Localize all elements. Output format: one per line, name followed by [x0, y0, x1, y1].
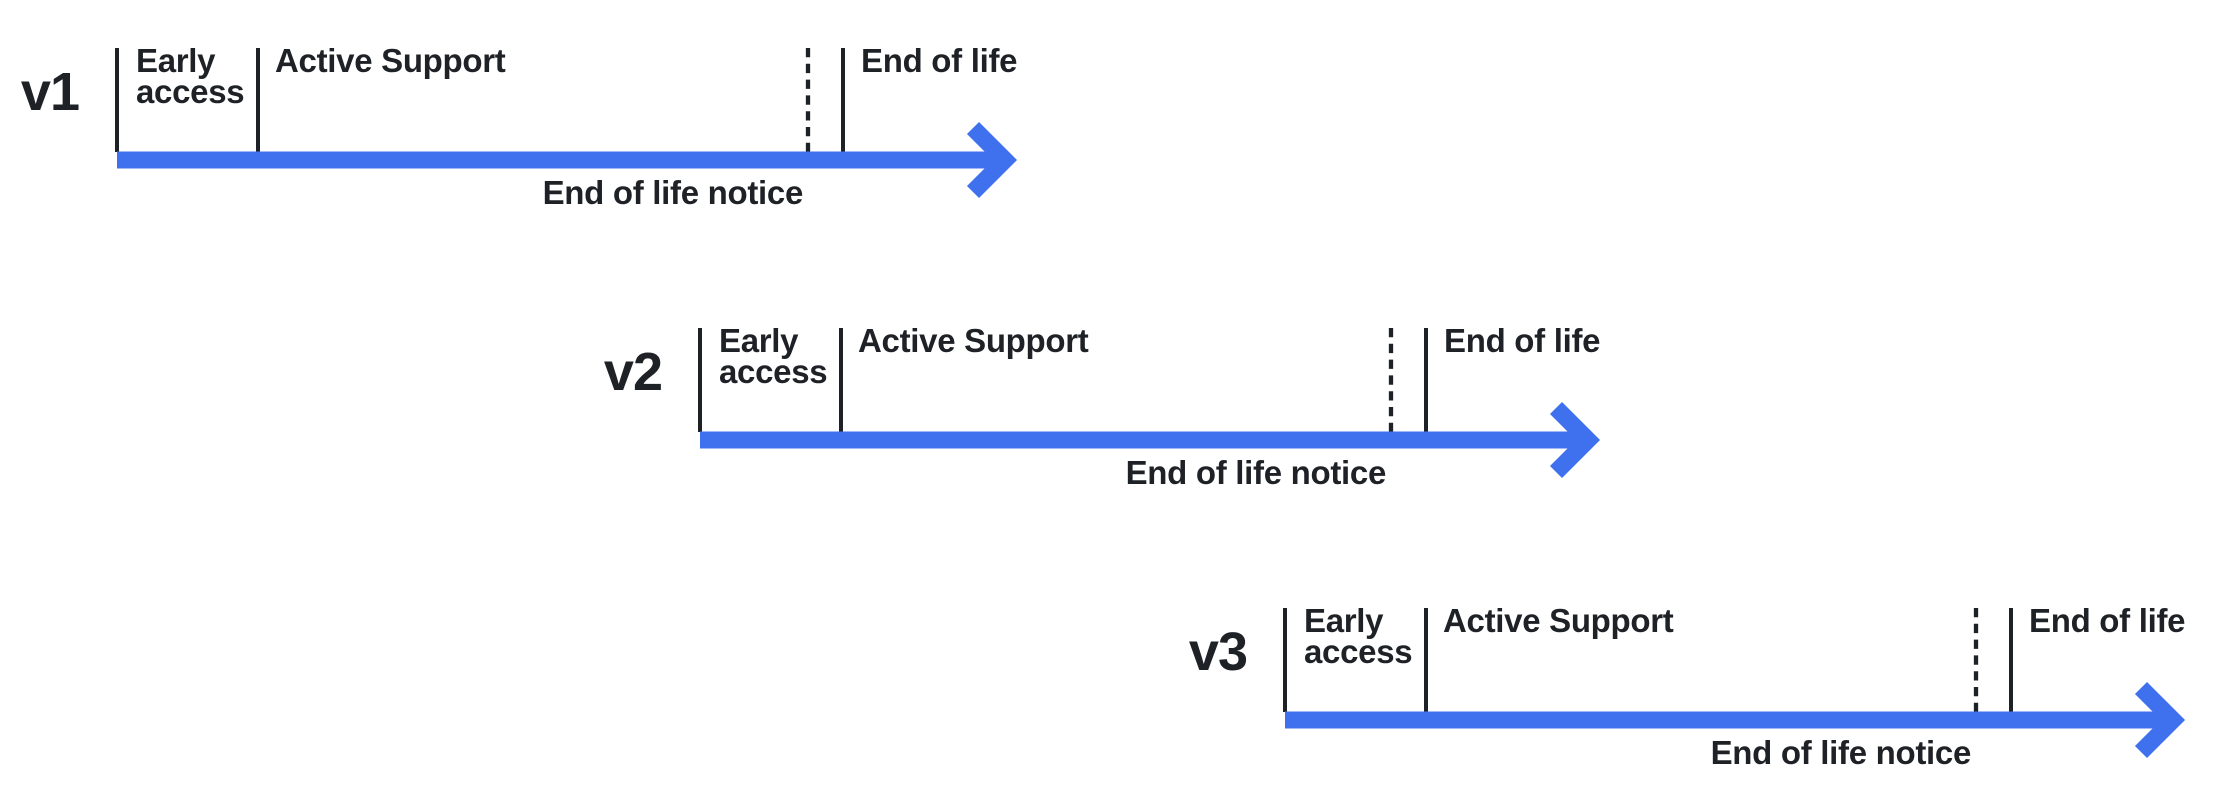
early-access-label: Early access	[1304, 602, 1413, 670]
end-of-life-label: End of life	[861, 42, 1018, 79]
arrowhead-icon	[2134, 681, 2186, 759]
timeline-v2: v2 Early access Active Support End of li…	[604, 322, 1650, 503]
end-of-life-label: End of life	[1444, 322, 1601, 359]
version-label: v3	[1188, 622, 1248, 682]
early-access-label: Early access	[719, 322, 828, 390]
timeline-v3: v3 Early access Active Support End of li…	[1189, 602, 2228, 783]
timeline-arrow-graphic	[698, 328, 1601, 479]
arrowhead-icon	[966, 121, 1018, 199]
end-of-life-label: End of life	[2029, 602, 2186, 639]
arrowhead-icon	[1549, 401, 1601, 479]
early-access-label: Early access	[136, 42, 245, 110]
end-of-life-notice-label: End of life notice	[542, 174, 804, 211]
end-of-life-notice-label: End of life notice	[1710, 734, 1972, 771]
timeline-v1: v1 Early access Active Support End of li…	[21, 42, 1067, 223]
end-of-life-notice-label: End of life notice	[1125, 454, 1387, 491]
version-label: v1	[20, 62, 80, 122]
active-support-label: Active Support	[275, 42, 506, 79]
version-label: v2	[603, 342, 663, 402]
timeline-arrow-graphic	[115, 48, 1018, 199]
timeline-arrow-graphic	[1283, 608, 2186, 759]
active-support-label: Active Support	[1443, 602, 1674, 639]
active-support-label: Active Support	[858, 322, 1089, 359]
